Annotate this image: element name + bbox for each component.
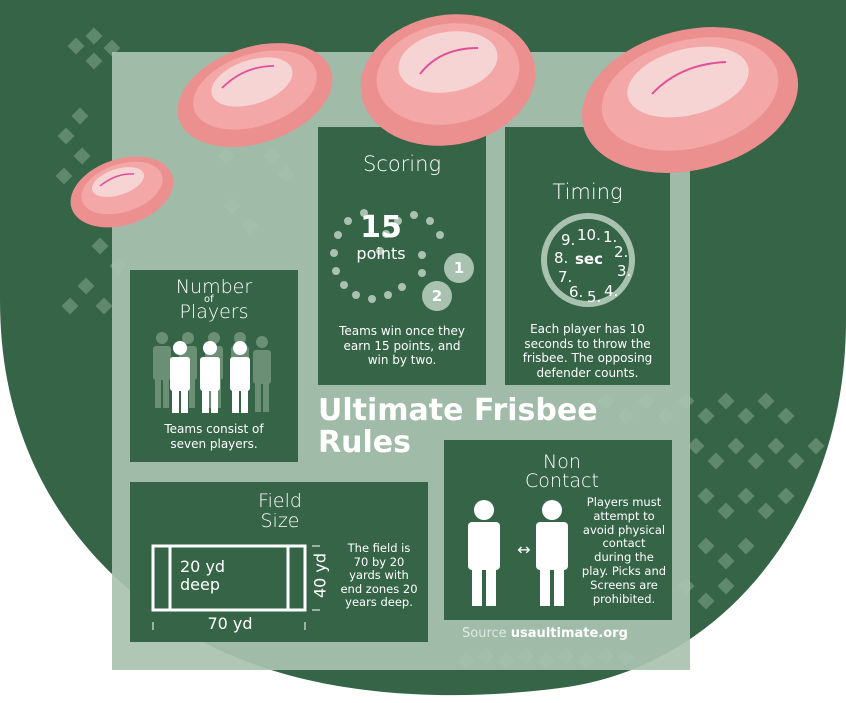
players-heading-line-2: Players xyxy=(179,301,249,323)
field-diagram xyxy=(151,544,320,630)
scoring-text: Teams win once they earn 15 points, and … xyxy=(318,324,486,368)
field-panel xyxy=(130,482,428,642)
players-text-line-1: Teams consist of xyxy=(164,422,264,436)
stopwatch-icon xyxy=(541,213,635,307)
clock-number-6: 6. xyxy=(569,283,584,301)
points-unit: points xyxy=(356,244,406,263)
contact-heading-line-1: Non xyxy=(543,451,581,473)
field-text-line-5: years deep. xyxy=(345,595,413,609)
source-site-link[interactable]: usaultimate.org xyxy=(510,626,628,641)
scoring-graphic xyxy=(330,209,474,311)
source-prefix: Source xyxy=(462,626,507,641)
field-text-line-2: 70 by 20 xyxy=(353,554,405,569)
badge-2: 2 xyxy=(431,287,443,305)
scoring-text-line-2: earn 15 points, and xyxy=(343,338,461,353)
clock-number-2: 2. xyxy=(614,243,629,261)
clock-number-7: 7. xyxy=(558,268,573,286)
players-text: Teams consist of seven players. xyxy=(130,422,298,451)
clock-number-9: 9. xyxy=(561,231,576,249)
contact-text: Players must attempt to avoid physical c… xyxy=(576,495,672,606)
timing-text: Each player has 10 seconds to throw the … xyxy=(505,322,670,380)
clock-number-10: 10. xyxy=(577,226,601,244)
players-heading-of: of xyxy=(204,294,214,305)
clock-center-label: sec xyxy=(575,250,603,268)
scoring-heading: Scoring xyxy=(362,152,442,176)
badge-2-circle xyxy=(422,281,452,311)
badge-1-circle xyxy=(444,253,474,283)
clock-number-8: 8. xyxy=(554,249,569,267)
timing-text-line-2: seconds to throw the xyxy=(524,336,651,351)
contact-text-line-5: during the xyxy=(594,550,654,565)
page-title: Ultimate Frisbee Rules xyxy=(318,395,598,459)
contact-text-line-2: attempt to xyxy=(593,508,655,523)
field-text: The field is 70 by 20 yards with end zon… xyxy=(334,541,424,610)
contact-text-line-7: Screens are xyxy=(590,577,658,592)
timing-heading: Timing xyxy=(552,180,623,204)
field-depth-label: 20 yd deep xyxy=(180,558,225,594)
scoring-text-line-3: win by two. xyxy=(367,353,437,367)
contact-arrow: ↔ xyxy=(517,540,531,559)
contact-text-line-3: avoid physical xyxy=(582,522,666,537)
frisbee-center xyxy=(360,14,536,146)
title-line-2: Rules xyxy=(318,425,411,460)
clock-number-1: 1. xyxy=(603,228,618,246)
people-icon xyxy=(153,332,271,413)
field-heading-line-2: Size xyxy=(260,510,300,532)
field-depth-label-line-2: deep xyxy=(180,575,220,594)
frisbee-small xyxy=(70,156,174,228)
timing-text-line-3: frisbee. The opposing xyxy=(522,351,653,365)
clock-number-3: 3. xyxy=(617,262,632,280)
timing-text-line-1: Each player has 10 xyxy=(530,322,645,336)
scoring-text-line-1: Teams win once they xyxy=(339,324,465,338)
points-dot-ring xyxy=(330,209,444,303)
timing-text-line-4: defender counts. xyxy=(536,365,639,380)
field-width-label: 40 yd xyxy=(310,552,330,599)
contact-text-line-6: play. Picks and xyxy=(581,563,667,578)
frisbee-right xyxy=(581,27,799,173)
points-number: 15 xyxy=(360,210,402,245)
title-line-1: Ultimate Frisbee xyxy=(318,393,598,428)
field-heading-line-1: Field xyxy=(258,490,302,512)
contact-text-line-8: prohibited. xyxy=(592,591,656,606)
field-depth-label-line-1: 20 yd xyxy=(180,557,226,576)
two-people-icon xyxy=(468,500,568,606)
field-text-line-3: yards with xyxy=(349,568,409,582)
frisbee-left xyxy=(177,43,333,147)
contact-text-line-1: Players must xyxy=(586,495,662,509)
clock-number-5: 5. xyxy=(587,288,602,306)
players-heading-line-1: Number xyxy=(175,276,253,298)
badge-1: 1 xyxy=(453,259,465,277)
field-text-line-4: end zones 20 xyxy=(340,581,418,596)
field-length-label: 70 yd xyxy=(207,614,253,633)
source-credit: Source usaultimate.org xyxy=(462,626,628,641)
players-text-line-2: seven players. xyxy=(170,436,258,451)
clock-number-4: 4. xyxy=(604,282,619,300)
front-row-people xyxy=(170,341,250,413)
field-text-line-1: The field is xyxy=(347,541,411,555)
contact-text-line-4: contact xyxy=(602,536,646,551)
contact-heading-line-2: Contact xyxy=(525,470,599,492)
